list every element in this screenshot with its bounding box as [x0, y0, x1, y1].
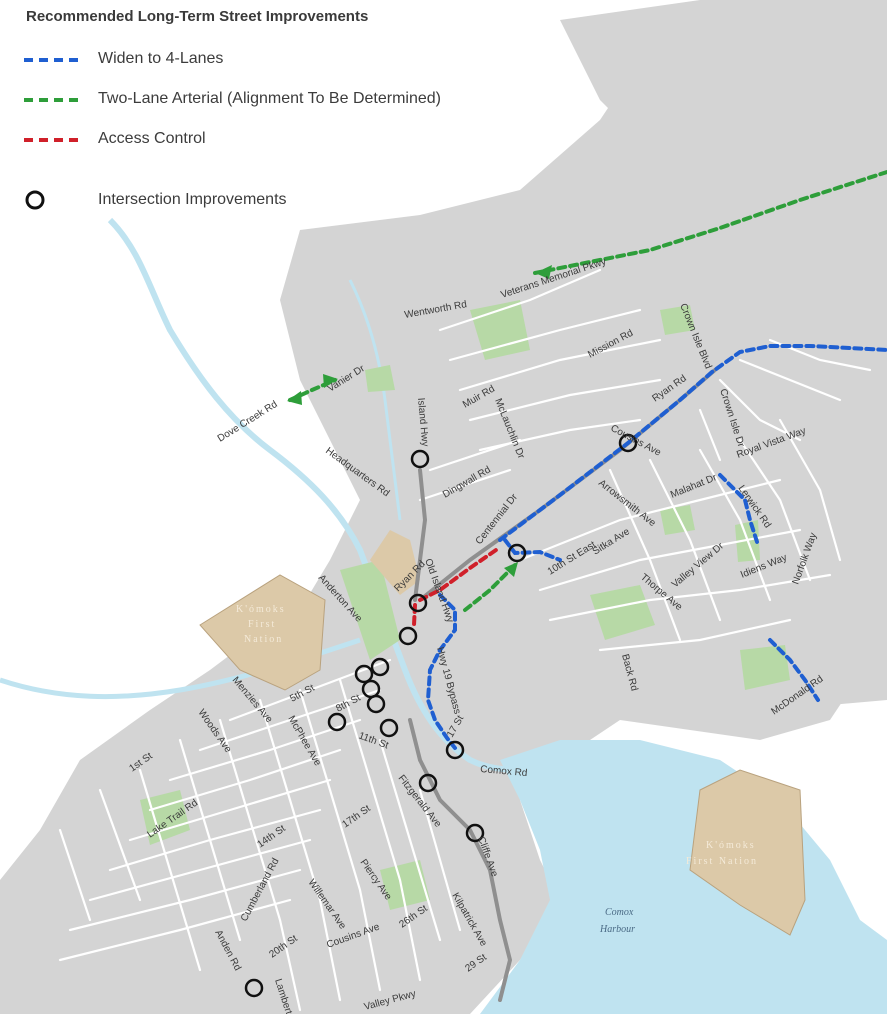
label-first-nation-west-3: Nation — [244, 634, 283, 645]
legend-label: Widen to 4-Lanes — [98, 50, 224, 67]
label-comox-harbour-1: Comox — [605, 907, 634, 918]
red-dashed-line-icon — [24, 138, 78, 142]
intersection-5th-st-b — [370, 657, 390, 677]
legend-label: Two-Lane Arterial (Alignment To Be Deter… — [98, 90, 441, 107]
black-circle-icon — [25, 190, 45, 210]
legend-label: Intersection Improvements — [98, 191, 287, 208]
label-first-nation-east-2: First Nation — [686, 856, 758, 867]
label-island-hwy: Island Hwy — [415, 397, 430, 447]
legend-item-widen: Widen to 4-Lanes — [22, 48, 562, 72]
komoks-first-nation-west — [199, 574, 326, 691]
intersection-cliffe — [465, 823, 485, 843]
intersection-anden-rd — [244, 978, 264, 998]
intersection-improvements — [244, 433, 638, 998]
legend-item-access-control: Access Control — [22, 128, 562, 152]
legend-item-intersection: Intersection Improvements — [22, 189, 562, 213]
intersection-fitzgerald — [418, 773, 438, 793]
legend-title: Recommended Long-Term Street Improvement… — [26, 8, 369, 25]
green-dashed-line-icon — [24, 98, 78, 102]
widen-to-4-lanes-segments — [425, 344, 887, 750]
intersection-8th-st — [366, 694, 386, 714]
legend-label: Access Control — [98, 130, 206, 147]
intersection-island-hwy — [410, 449, 430, 469]
label-comox-harbour-2: Harbour — [599, 924, 635, 935]
parks — [140, 300, 790, 910]
intersection-5th-st-a — [354, 664, 374, 684]
label-comox-rd: Comox Rd — [480, 764, 528, 779]
label-first-nation-west-1: K'ómoks — [236, 604, 286, 615]
label-first-nation-west-2: First — [248, 619, 276, 630]
arrowheads — [287, 265, 552, 577]
first-nation-areas — [199, 530, 806, 936]
legend-item-arterial: Two-Lane Arterial (Alignment To Be Deter… — [22, 88, 562, 112]
label-first-nation-east-1: K'ómoks — [706, 840, 756, 851]
intersection-17th-st — [445, 740, 465, 760]
area-labels: K'ómoks First Nation K'ómoks First Natio… — [236, 604, 758, 935]
intersection-11th-st — [379, 718, 399, 738]
local-streets — [58, 268, 872, 1012]
intersection-10th-st-east — [507, 543, 527, 563]
blue-dashed-line-icon — [24, 58, 78, 62]
intersection-cousins-ryan — [618, 433, 638, 453]
intersection-mcphee — [327, 712, 347, 732]
intersection-anderton — [398, 626, 418, 646]
map-legend: Recommended Long-Term Street Improvement… — [0, 0, 560, 230]
komoks-first-nation-east — [689, 769, 806, 936]
intersection-ryan-old-island — [408, 593, 428, 613]
access-control-segments — [412, 548, 498, 627]
